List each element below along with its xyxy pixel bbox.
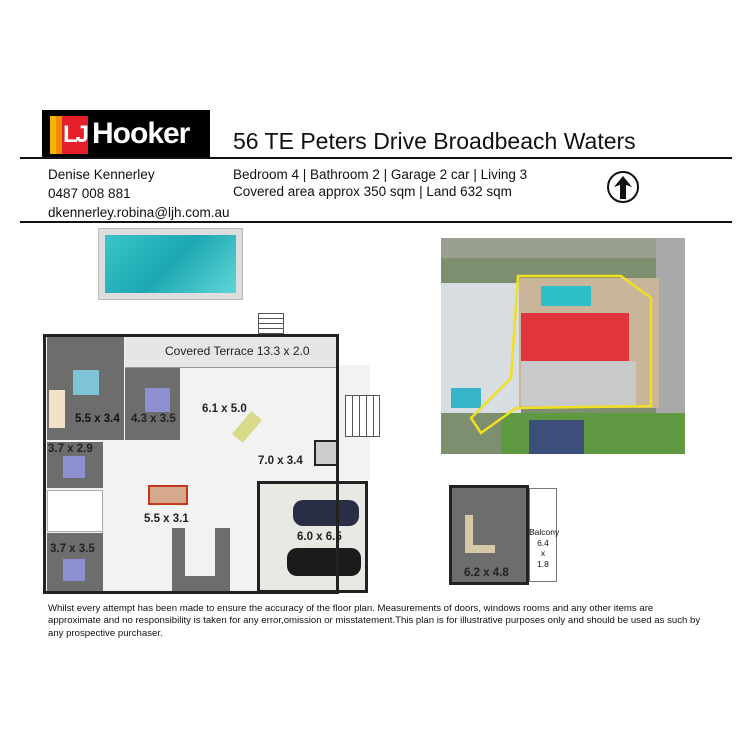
property-title: 56 TE Peters Drive Broadbeach Waters bbox=[233, 128, 636, 154]
balcony-title: Balcony bbox=[529, 527, 560, 537]
room-label-living: 6.1 x 5.0 bbox=[202, 403, 247, 415]
room-label-bed2: 4.3 x 3.5 bbox=[131, 413, 176, 425]
room-label-family: 7.0 x 3.4 bbox=[258, 455, 303, 467]
room-label-garage: 6.0 x 6.5 bbox=[297, 531, 342, 543]
header-divider bbox=[20, 157, 732, 159]
room-label-upper: 6.2 x 4.8 bbox=[464, 567, 509, 579]
room-label-bed3: 3.7 x 2.9 bbox=[48, 443, 93, 455]
contact-divider bbox=[20, 221, 732, 223]
specs-line-1: Bedroom 4 | Bathroom 2 | Garage 2 car | … bbox=[233, 167, 528, 182]
room-label-master: 5.5 x 3.4 bbox=[75, 413, 120, 425]
north-arrow-icon bbox=[607, 171, 639, 203]
balcony-x: x bbox=[540, 548, 546, 558]
room-label-dining: 5.5 x 3.1 bbox=[144, 513, 189, 525]
specs-line-2: Covered area approx 350 sqm | Land 632 s… bbox=[233, 184, 512, 199]
agent-email[interactable]: dkennerley.robina@ljh.com.au bbox=[48, 205, 230, 220]
upper-floor-plan: 6.2 x 4.8 Balcony 6.4 x 1.8 bbox=[449, 485, 560, 585]
agent-phone[interactable]: 0487 008 881 bbox=[48, 186, 131, 201]
agent-name: Denise Kennerley bbox=[48, 167, 155, 182]
aerial-photo bbox=[441, 238, 685, 454]
room-label-bed4: 3.7 x 3.5 bbox=[50, 543, 95, 555]
balcony-label: Balcony 6.4 x 1.8 bbox=[529, 527, 560, 569]
balcony-depth: 1.8 bbox=[537, 558, 549, 569]
room-label-terrace: Covered Terrace 13.3 x 2.0 bbox=[165, 344, 310, 358]
lj-hooker-logo: LJ Hooker bbox=[42, 110, 210, 158]
disclaimer: Whilst every attempt has been made to en… bbox=[48, 603, 701, 639]
balcony-width: 6.4 bbox=[537, 537, 549, 548]
pool-illustration bbox=[98, 228, 243, 300]
